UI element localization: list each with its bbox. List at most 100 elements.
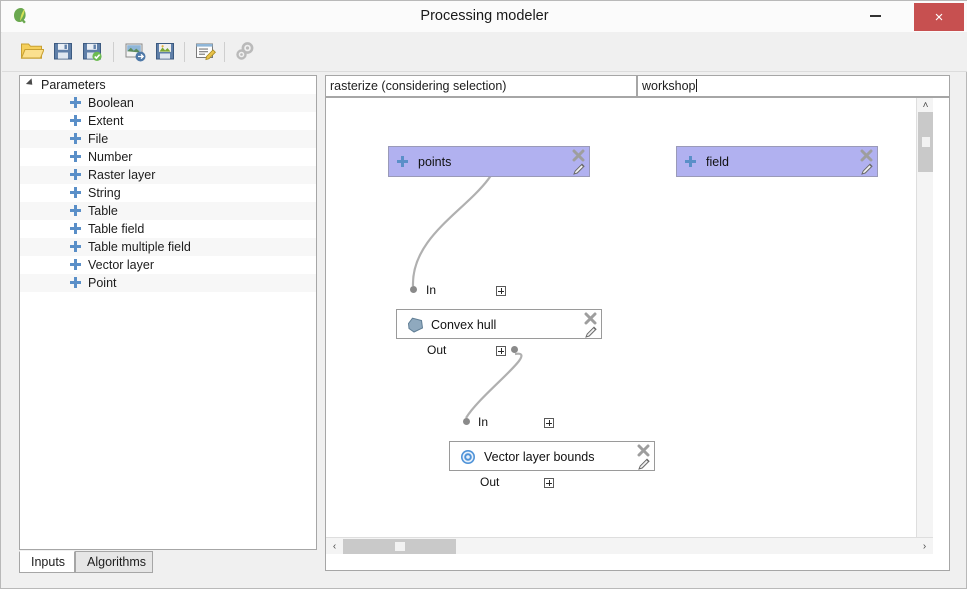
model-group-value: workshop (642, 79, 696, 93)
save-model-as-button[interactable] (81, 40, 107, 64)
tree-item-table[interactable]: Table (20, 202, 316, 220)
tree-item-number[interactable]: Number (20, 148, 316, 166)
close-button[interactable]: × (914, 3, 964, 31)
convexhull-out-dot[interactable] (511, 346, 518, 353)
tree-item-boolean[interactable]: Boolean (20, 94, 316, 112)
edit-help-button[interactable] (194, 40, 220, 64)
plus-icon (70, 169, 81, 180)
save-model-button[interactable] (52, 40, 78, 64)
node-field[interactable]: field (676, 146, 878, 177)
toolbar (2, 32, 967, 72)
tree-root-label: Parameters (41, 78, 106, 92)
gears-icon (236, 42, 254, 60)
export-image-button[interactable] (124, 40, 150, 64)
scroll-right-icon[interactable]: › (922, 541, 927, 552)
node-vector-layer-bounds-label: Vector layer bounds (484, 450, 595, 464)
minimize-button[interactable] (853, 1, 898, 31)
plus-icon (70, 223, 81, 234)
bounds-out-expand-icon[interactable] (544, 478, 554, 488)
tree-item-file[interactable]: File (20, 130, 316, 148)
run-model-button[interactable] (234, 40, 260, 64)
gear-icon (460, 449, 476, 470)
toolbar-separator-2 (184, 42, 185, 62)
node-vector-layer-bounds-delete-icon[interactable] (637, 444, 650, 457)
convexhull-out-label: Out (427, 343, 447, 357)
tree-item-label: Table multiple field (88, 240, 191, 254)
export-script-icon (156, 43, 174, 60)
link-convexhull-to-bounds (465, 352, 523, 419)
bounds-in-dot[interactable] (463, 418, 470, 425)
tree-item-extent[interactable]: Extent (20, 112, 316, 130)
save-as-icon (83, 43, 102, 61)
tree-item-raster-layer[interactable]: Raster layer (20, 166, 316, 184)
save-icon (54, 43, 72, 60)
horizontal-scrollbar-thumb[interactable] (343, 539, 456, 554)
scrollbar-grip (395, 542, 405, 551)
plus-icon (397, 156, 408, 167)
tree-item-table-multiple-field[interactable]: Table multiple field (20, 238, 316, 256)
scrollbar-grip (922, 137, 930, 147)
toolbar-separator-3 (224, 42, 225, 62)
qgis-icon (11, 6, 31, 26)
tree-item-label: Number (88, 150, 133, 164)
minimize-icon (870, 15, 881, 17)
tree-item-string[interactable]: String (20, 184, 316, 202)
tree-item-vector-layer[interactable]: Vector layer (20, 256, 316, 274)
plus-icon (70, 241, 81, 252)
tree-item-label: Vector layer (88, 258, 155, 272)
node-points[interactable]: points (388, 146, 590, 177)
tree-root-parameters[interactable]: Parameters (20, 76, 316, 94)
edit-help-icon (196, 43, 216, 61)
node-convex-hull-edit-icon[interactable] (584, 325, 598, 339)
model-canvas[interactable]: points field (326, 98, 933, 554)
bounds-in-expand-icon[interactable] (544, 418, 554, 428)
plus-icon (70, 259, 81, 270)
window-title: Processing modeler (420, 8, 549, 24)
tree-item-label: File (88, 132, 109, 146)
canvas-vertical-scrollbar[interactable]: ˄ ˅ (916, 98, 933, 554)
title-bar: Processing modeler × (1, 1, 967, 33)
export-script-button[interactable] (154, 40, 180, 64)
convexhull-out-expand-icon[interactable] (496, 346, 506, 356)
node-points-edit-icon[interactable] (572, 162, 586, 176)
tab-algorithms[interactable]: Algorithms (75, 551, 153, 573)
convexhull-in-dot[interactable] (410, 286, 417, 293)
tab-inputs[interactable]: Inputs (19, 551, 75, 573)
tree-item-point[interactable]: Point (20, 274, 316, 292)
plus-icon (70, 97, 81, 108)
plus-icon (70, 205, 81, 216)
model-group-input[interactable]: workshop (637, 75, 950, 97)
text-caret (695, 79, 697, 92)
node-convex-hull[interactable]: Convex hull (396, 309, 602, 339)
tree-item-label: Table field (88, 222, 145, 236)
node-convex-hull-delete-icon[interactable] (584, 312, 597, 325)
node-points-delete-icon[interactable] (572, 149, 585, 162)
canvas-horizontal-scrollbar[interactable]: ‹ › (326, 537, 933, 554)
open-model-button[interactable] (20, 40, 46, 64)
node-field-label: field (706, 155, 729, 169)
node-field-delete-icon[interactable] (860, 149, 873, 162)
tree-item-label: Point (88, 276, 117, 290)
plus-icon (70, 133, 81, 144)
tree-item-label: Table (88, 204, 118, 218)
open-folder-icon (20, 43, 45, 59)
plus-icon (70, 151, 81, 162)
model-canvas-frame: points field (325, 97, 950, 571)
node-field-edit-icon[interactable] (860, 162, 874, 176)
scroll-up-icon[interactable]: ˄ (922, 99, 929, 111)
convexhull-in-expand-icon[interactable] (496, 286, 506, 296)
toolbar-separator-1 (113, 42, 114, 62)
chevron-down-icon[interactable] (25, 78, 36, 88)
convexhull-in-label: In (426, 283, 437, 297)
close-icon: × (934, 8, 944, 26)
node-vector-layer-bounds[interactable]: Vector layer bounds (449, 441, 655, 471)
scroll-left-icon[interactable]: ‹ (332, 541, 337, 552)
node-points-label: points (418, 155, 452, 169)
tree-item-table-field[interactable]: Table field (20, 220, 316, 238)
vertical-scrollbar-thumb[interactable] (918, 112, 933, 172)
node-convex-hull-label: Convex hull (431, 318, 497, 332)
node-vector-layer-bounds-edit-icon[interactable] (637, 457, 651, 471)
model-name-input[interactable]: rasterize (considering selection) (325, 75, 637, 97)
